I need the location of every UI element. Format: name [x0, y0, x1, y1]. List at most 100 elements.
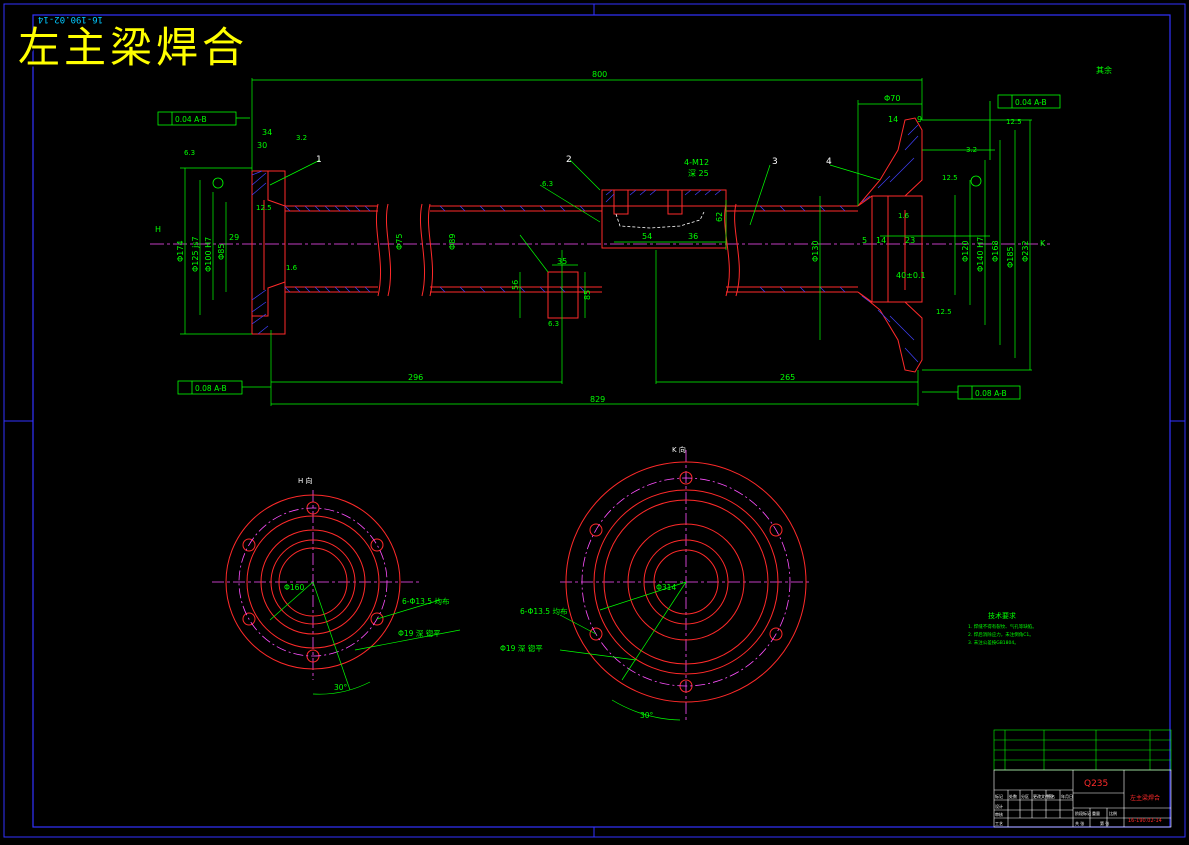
title-block: Q235 左主梁焊合 16-190.02-14 标记 处数 分区 更改文件号 签…: [993, 729, 1172, 828]
tol-bottom-right: 0.08 A-B: [975, 389, 1007, 398]
dim-right-flange-a: 14: [888, 115, 898, 124]
tb-col-3: 更改文件号: [1033, 793, 1053, 799]
h-view-dia: Φ160: [284, 583, 304, 592]
tech-requirements: 技术要求 1. 焊缝不得有裂纹、气孔等缺陷。 2. 焊后消除应力，未注倒角C1。…: [968, 611, 1037, 646]
k-view-angle: 30°: [640, 711, 654, 720]
tb-col-4: 签名: [1047, 793, 1055, 799]
dim-right-3: Φ185: [1006, 246, 1015, 268]
dim-right-inner-b: 23: [905, 236, 915, 245]
roughness-3: 1.6: [286, 264, 298, 272]
tb-material: Q235: [1084, 779, 1108, 789]
dim-left-flange-width: 34: [262, 128, 272, 137]
roughness-other: 其余: [1096, 65, 1112, 75]
dim-right-5: Φ140 H7: [976, 237, 985, 272]
tb-right-0: 阶段标记: [1075, 810, 1091, 816]
tb-row-0: 设计: [995, 803, 1003, 809]
dim-right-2: Φ232: [1021, 240, 1030, 262]
hole-depth: 深 25: [688, 169, 709, 178]
dim-left-bottom: 296: [408, 373, 423, 382]
tol-bottom-left: 0.08 A-B: [195, 384, 227, 393]
dim-slot-c: 85: [583, 290, 592, 300]
dim-mid-right: 36: [688, 232, 698, 241]
dim-left-bore: 29: [229, 233, 239, 242]
section-mark-right: K: [1040, 239, 1046, 248]
tech-title: 技术要求: [988, 611, 1016, 620]
h-view-cb: Φ19 深 锪平: [398, 628, 441, 638]
roughness-2: 3.2: [296, 134, 307, 142]
dim-pipe-dia: Φ75: [395, 234, 404, 250]
roughness-8: 6.3: [548, 320, 559, 328]
h-view-angle: 30°: [334, 683, 348, 692]
tb-col-1: 处数: [1009, 793, 1017, 799]
roughness-6: 3.2: [966, 146, 977, 154]
dim-right-1: Φ130: [811, 240, 820, 262]
dim-right-6: Φ120: [961, 240, 970, 262]
roughness-1: 12.5: [256, 204, 272, 212]
right-hub-lower: [857, 291, 923, 373]
tb-sheet-1: 第 张: [1100, 820, 1109, 826]
drawing-title: 左主梁焊合: [18, 23, 249, 72]
dim-right-bottom: 265: [780, 373, 795, 382]
callout-2: 2: [566, 155, 572, 165]
tb-col-0: 标记: [995, 793, 1003, 799]
dim-slot-b: 35: [557, 257, 567, 266]
roughness-4: 6.3: [542, 180, 553, 188]
roughness-10: 1.6: [898, 212, 910, 220]
slot: [547, 271, 579, 319]
roughness-7: 12.5: [1006, 118, 1022, 126]
tol-top-left: 0.04 A-B: [175, 115, 207, 124]
k-view-holes: 6-Φ13.5 均布: [520, 606, 568, 616]
k-view-dia: Φ314: [656, 583, 676, 592]
callout-1: 1: [316, 155, 322, 165]
main-section-view: [150, 78, 1061, 406]
h-view: Φ160 6-Φ13.5 均布 Φ19 深 锪平 30° H 向: [212, 476, 461, 695]
inner-frame: [32, 14, 1171, 828]
roughness-0: 6.3: [184, 149, 195, 157]
k-view-cb: Φ19 深 锪平: [500, 643, 543, 653]
h-view-label: H 向: [298, 476, 313, 485]
tb-drawing-number: 16-190.02-14: [1128, 818, 1162, 824]
middle-block: [601, 189, 727, 249]
tb-col-5: 年月日: [1061, 793, 1073, 799]
callout-4: 4: [826, 157, 832, 167]
callout-3: 3: [772, 157, 778, 167]
hole-spec: 4-M12: [684, 158, 709, 167]
dim-right-top: Φ70: [884, 94, 900, 103]
dim-left-4: Φ85: [217, 244, 226, 260]
tb-part-name: 左主梁焊合: [1130, 794, 1160, 802]
dim-right-flange-b: 9: [917, 115, 922, 124]
right-hub-upper: [857, 117, 923, 207]
dim-right-tol: 40±0.1: [896, 271, 926, 280]
k-view-label: K 向: [672, 445, 686, 454]
section-mark-left: H: [155, 225, 161, 234]
dim-left-3: Φ100 H7: [204, 237, 213, 272]
dim-right-inner-a: 14: [876, 236, 886, 245]
h-view-holes: 6-Φ13.5 均布: [402, 596, 450, 606]
tb-row-1: 审核: [995, 811, 1003, 817]
dim-right-4: Φ168: [991, 240, 1000, 262]
tb-col-2: 分区: [1021, 793, 1029, 799]
dim-left-1: Φ174: [176, 240, 185, 262]
dim-mid-width: 54: [642, 232, 652, 241]
dim-overall-bottom: 829: [590, 395, 605, 404]
tech-line-2: 2. 焊后消除应力，未注倒角C1。: [968, 631, 1034, 638]
tb-sheet-0: 共 张: [1075, 820, 1084, 826]
dim-left-2: Φ125 js7: [191, 236, 200, 272]
tb-right-2: 比例: [1109, 810, 1117, 816]
roughness-9: 12.5: [936, 308, 952, 316]
tb-row-2: 工艺: [995, 821, 1003, 826]
tol-top-right: 0.04 A-B: [1015, 98, 1047, 107]
dim-right-bore: 5: [862, 236, 867, 245]
tech-line-1: 1. 焊缝不得有裂纹、气孔等缺陷。: [968, 623, 1037, 630]
dim-slot-a: 56: [511, 280, 520, 290]
roughness-5: 12.5: [942, 174, 958, 182]
dim-mid-height: 62: [715, 212, 724, 222]
dim-left-flange-inner: 30: [257, 141, 267, 150]
outer-frame: [3, 3, 1186, 838]
dim-overall-top: 800: [592, 70, 607, 79]
k-view: Φ314 6-Φ13.5 均布 Φ19 深 锪平 30° K 向: [500, 445, 812, 721]
tech-line-3: 3. 未注公差按GB1804。: [968, 639, 1019, 646]
dim-pipe-inner: Φ89: [448, 234, 457, 250]
